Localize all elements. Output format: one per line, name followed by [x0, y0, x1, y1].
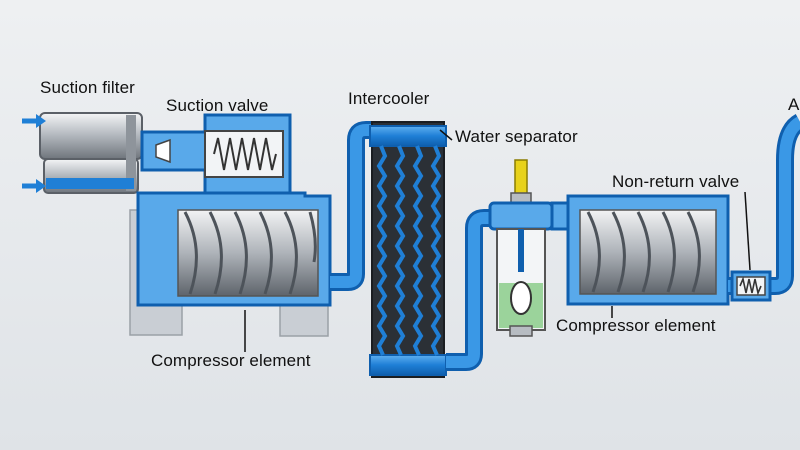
compressor-element-1: [136, 191, 332, 307]
spring-icon: [739, 276, 762, 296]
label-intercooler: Intercooler: [348, 89, 430, 108]
label-compressor-element-1: Compressor element: [151, 351, 311, 370]
spring-icon: [213, 137, 277, 171]
arrow-right-icon: [22, 179, 46, 193]
suction-filter: [39, 112, 143, 194]
label-non-return-valve: Non-return valve: [612, 172, 740, 191]
leader-line: [439, 129, 453, 141]
water-separator: [488, 159, 554, 337]
label-suction-valve: Suction valve: [166, 96, 269, 115]
label-water-separator: Water separator: [455, 127, 578, 146]
cooler-coil-icon: [376, 145, 442, 356]
label-compressor-element-2: Compressor element: [556, 316, 716, 335]
rotor-icon: [183, 211, 317, 295]
label-suction-filter: Suction filter: [40, 78, 135, 97]
arrow-right-icon: [22, 114, 46, 128]
rotor-icon: [586, 211, 701, 293]
leader-line: [744, 191, 751, 271]
compressor-element-2: [550, 194, 730, 306]
label-cut-off: A: [788, 95, 800, 114]
